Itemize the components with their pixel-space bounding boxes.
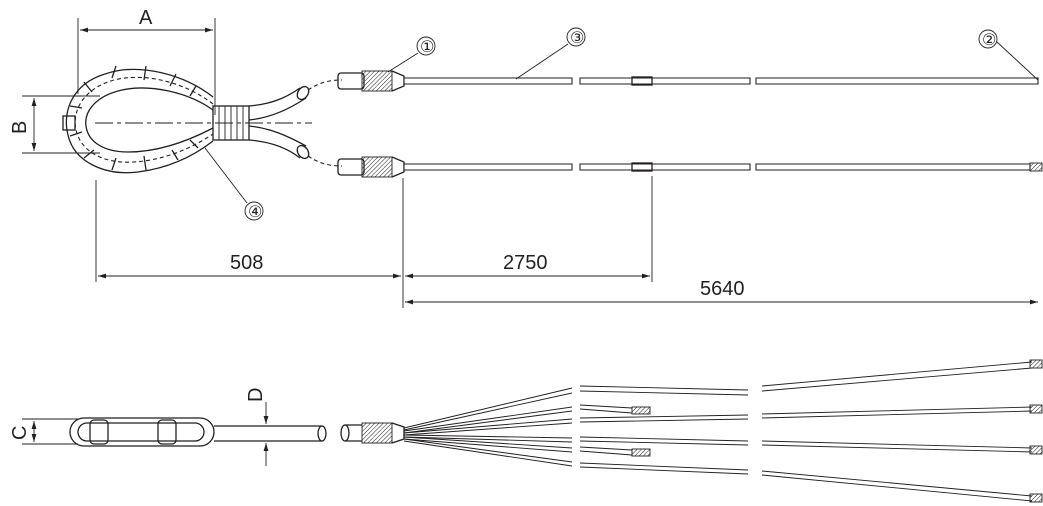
callout-2-label: ②	[982, 30, 996, 49]
dimension-b: B	[9, 95, 100, 154]
dimension-b-label: B	[9, 121, 31, 134]
dimension-a: A	[77, 7, 216, 115]
callout-4-label: ④	[248, 202, 262, 221]
dimension-2750: 2750	[405, 176, 653, 282]
dimension-d-label: D	[245, 388, 267, 402]
fanout	[340, 359, 1043, 503]
callout-2: ②	[978, 29, 1039, 81]
callout-3: ③	[515, 27, 586, 80]
callout-1: ①	[387, 36, 436, 73]
dimension-c: C	[9, 418, 78, 445]
dimension-a-label: A	[139, 7, 153, 29]
top-view: A B	[9, 7, 1043, 308]
dimension-5640-label: 5640	[700, 278, 745, 300]
side-view: C D	[9, 359, 1043, 503]
dimension-2750-label: 2750	[503, 252, 548, 274]
dimension-508: 508	[95, 178, 404, 308]
loop-transition	[95, 85, 312, 160]
coil-side	[69, 417, 327, 447]
flexible-loop	[62, 65, 214, 174]
callout-4: ④	[204, 147, 264, 221]
callout-3-label: ③	[570, 28, 584, 47]
lower-cable	[337, 156, 1043, 178]
dimension-c-label: C	[9, 426, 31, 440]
upper-cable	[337, 70, 1039, 92]
callout-1-label: ①	[420, 37, 434, 56]
dimension-5640: 5640	[405, 278, 1038, 305]
dimension-508-label: 508	[230, 252, 263, 274]
dimension-d: D	[245, 388, 282, 466]
